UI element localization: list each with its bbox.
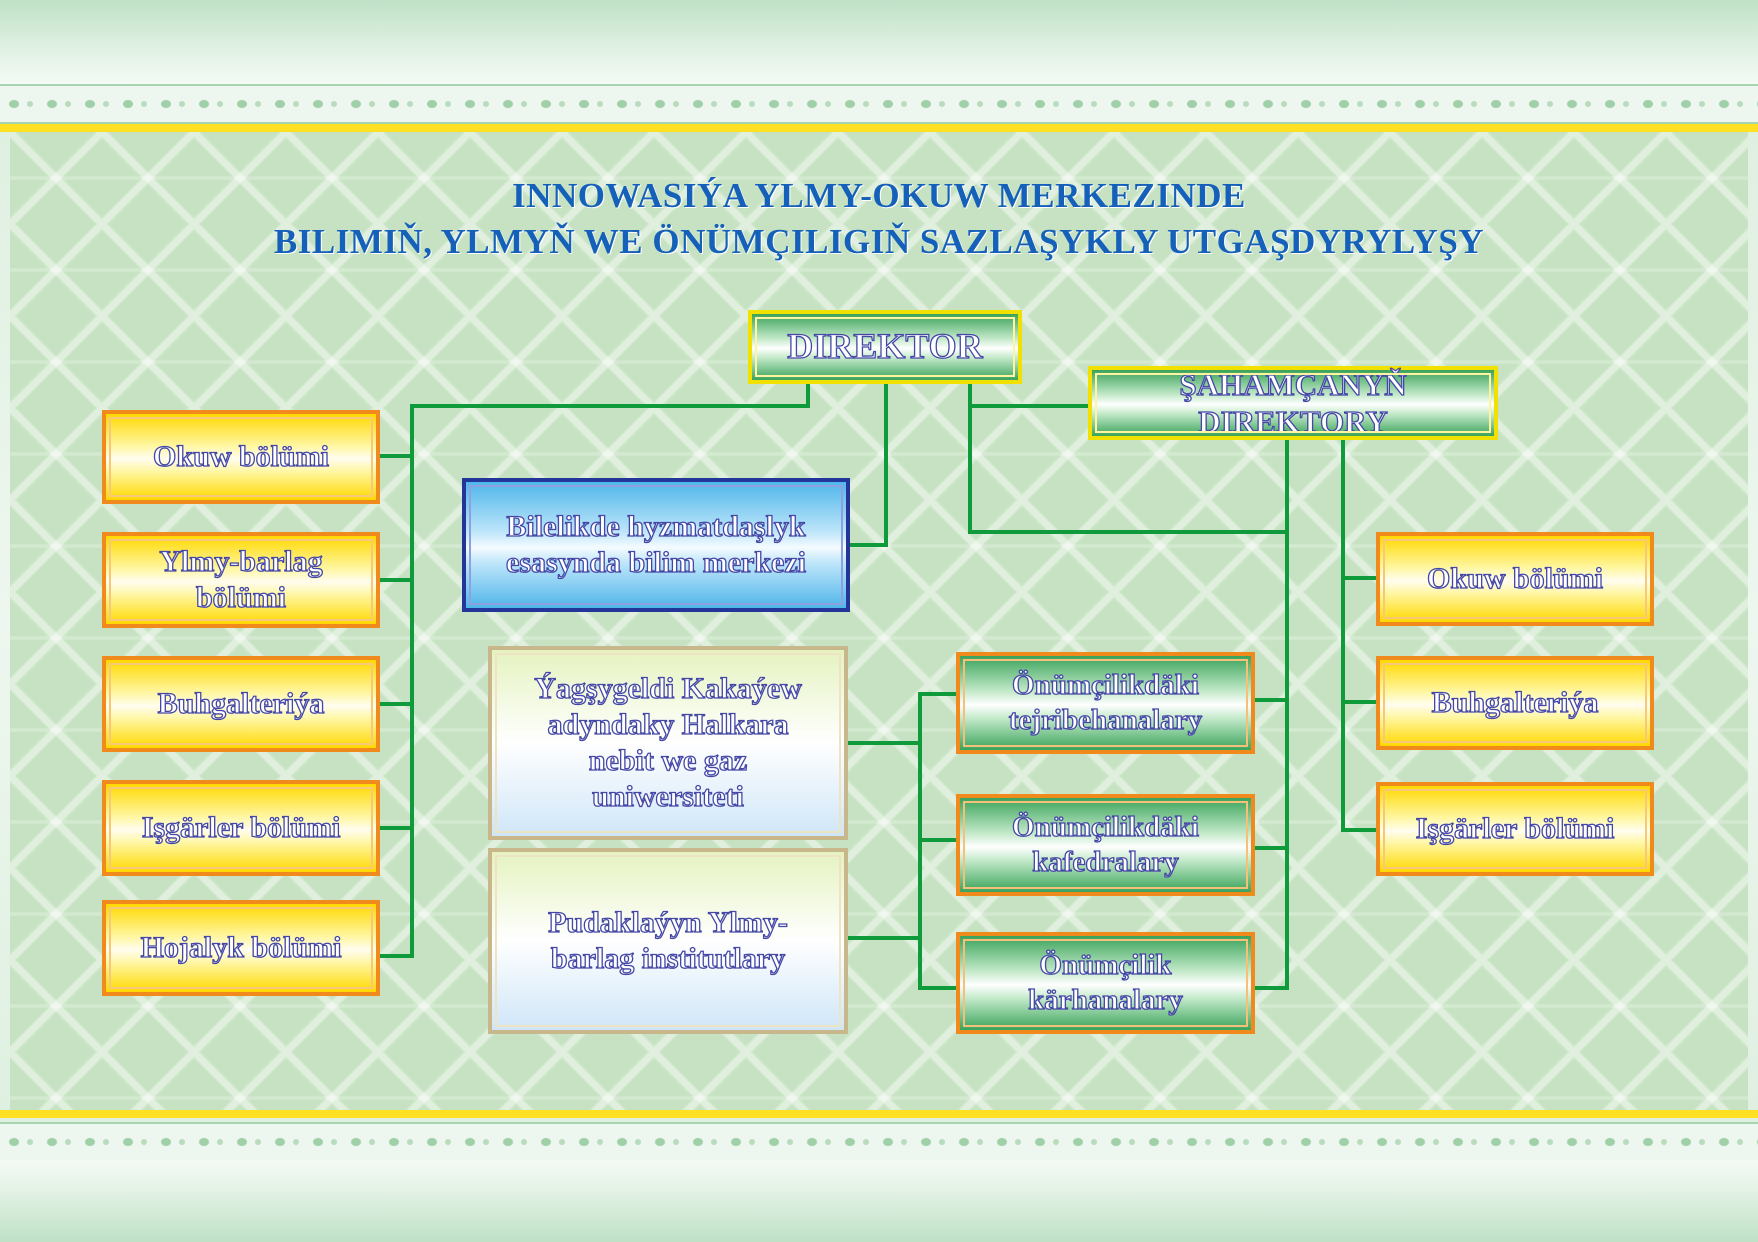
right-isgarler-label: Işgärler bölümi <box>1415 811 1615 845</box>
left-buhgalteriya-label: Buhgalteriýa <box>157 686 325 720</box>
left-isgarler-box: Işgärler bölümi <box>102 780 380 876</box>
right-okuw-box: Okuw bölümi <box>1376 532 1654 626</box>
connector-director-left <box>410 382 810 958</box>
production-enterprises-label: Önümçilik kärhanalary <box>1028 949 1184 1017</box>
knowledge-center-label: Bilelikde hyzmatdaşlyk esasynda bilim me… <box>505 509 806 579</box>
left-okuw-box: Okuw bölümi <box>102 410 380 504</box>
top-yellow-line <box>0 124 1758 132</box>
connector-director-center <box>848 382 888 547</box>
right-isgarler-box: Işgärler bölümi <box>1376 782 1654 876</box>
branch-director-label: ŞAHAMÇANYŇ DIREKTORY <box>1179 366 1408 439</box>
branch-director-box: ŞAHAMÇANYŇ DIREKTORY <box>1088 366 1498 440</box>
top-band <box>0 0 1758 84</box>
left-hojalyk-box: Hojalyk bölümi <box>102 900 380 996</box>
left-ylmy-barlag-box: Ylmy-barlag bölümi <box>102 532 380 628</box>
director-box: DIREKTOR <box>748 310 1022 384</box>
production-chairs-box: Önümçilikdäki kafedralary <box>956 794 1255 896</box>
production-chairs-label: Önümçilikdäki kafedralary <box>1011 811 1199 879</box>
left-okuw-label: Okuw bölümi <box>152 439 329 473</box>
left-ylmy-barlag-label: Ylmy-barlag bölümi <box>159 544 324 614</box>
production-labs-box: Önümçilikdäki tejribehanalary <box>956 652 1255 754</box>
title-line-2: BILIMIŇ, YLMYŇ WE ÖNÜMÇILIGIŇ SAZLAŞYKLY… <box>273 222 1485 261</box>
knowledge-center-box: Bilelikde hyzmatdaşlyk esasynda bilim me… <box>462 478 850 612</box>
left-isgarler-label: Işgärler bölümi <box>141 810 341 844</box>
left-buhgalteriya-box: Buhgalteriýa <box>102 656 380 752</box>
production-labs-label: Önümçilikdäki tejribehanalary <box>1008 669 1203 737</box>
university-label: Ýagşygeldi Kakaýew adyndaky Halkara nebi… <box>534 671 803 813</box>
institutes-box: Pudaklaýyn Ylmy-barlag institutlary <box>488 848 848 1034</box>
bottom-yellow-line <box>0 1110 1758 1118</box>
right-buhgalteriya-label: Buhgalteriýa <box>1431 685 1599 719</box>
bottom-band <box>0 1160 1758 1242</box>
title-line-1: INNOWASIÝA YLMY-OKUW MERKEZINDE <box>512 176 1246 215</box>
top-ornament-border <box>0 84 1758 124</box>
right-okuw-label: Okuw bölümi <box>1426 561 1603 595</box>
connector-director-right-trunk <box>968 382 1289 534</box>
institutes-label: Pudaklaýyn Ylmy-barlag institutlary <box>547 905 788 975</box>
university-box: Ýagşygeldi Kakaýew adyndaky Halkara nebi… <box>488 646 848 840</box>
director-label: DIREKTOR <box>787 326 984 367</box>
production-enterprises-box: Önümçilik kärhanalary <box>956 932 1255 1034</box>
left-hojalyk-label: Hojalyk bölümi <box>140 930 342 964</box>
right-buhgalteriya-box: Buhgalteriýa <box>1376 656 1654 750</box>
